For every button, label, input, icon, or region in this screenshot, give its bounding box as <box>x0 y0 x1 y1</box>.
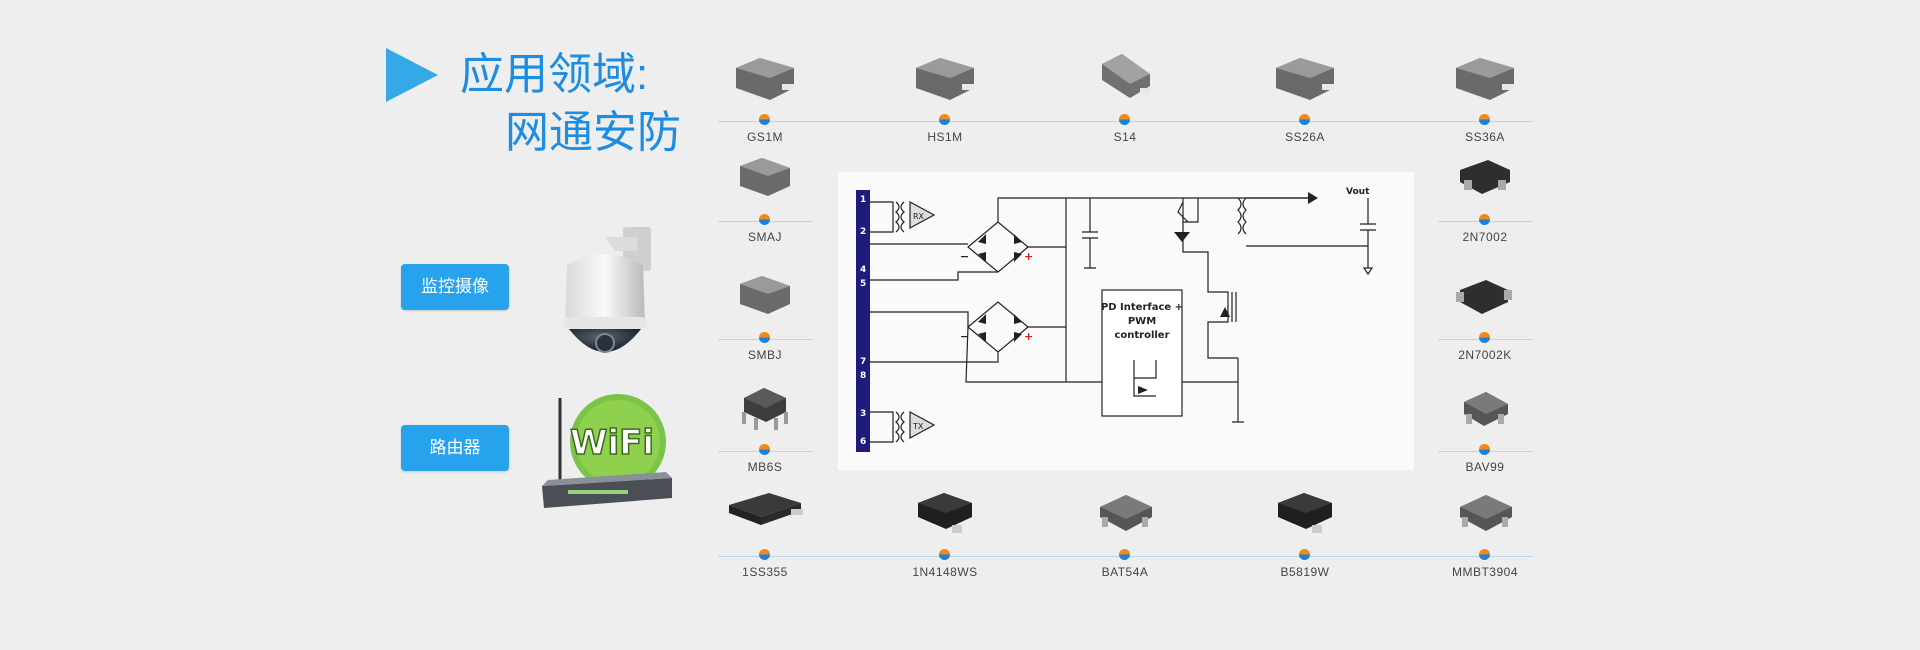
poe-circuit-schematic: 1 2 4 5 7 8 3 6 RX TX PD Interface + PWM… <box>856 187 1376 452</box>
pin-label: 7 <box>860 357 866 367</box>
status-dot <box>1299 114 1310 125</box>
status-dot <box>1479 444 1490 455</box>
controller-label: PWM <box>1128 316 1156 327</box>
page-subtitle: 网通安防 <box>505 108 681 157</box>
pin-label: 4 <box>860 265 866 275</box>
status-dot <box>759 214 770 225</box>
circuit-diagram-panel: 1 2 4 5 7 8 3 6 RX TX PD Interface + PWM… <box>838 172 1414 470</box>
sod-diode-icon <box>918 493 972 533</box>
wifi-logo-text: WiFi <box>570 423 654 463</box>
product-gs1m[interactable]: GS1M <box>695 50 835 150</box>
product-label: SS36A <box>1465 130 1505 144</box>
security-camera-image <box>563 227 651 353</box>
wifi-router-image: WiFi <box>542 394 672 508</box>
smd-diode-icon <box>916 58 974 100</box>
pin-label: 1 <box>860 195 866 205</box>
sot23-transistor-icon <box>1456 280 1512 314</box>
status-dot <box>1479 549 1490 560</box>
product-s14[interactable]: S14 <box>1055 50 1195 150</box>
smd-diode-icon <box>1456 58 1514 100</box>
sot23-diode-icon <box>1100 495 1152 531</box>
product-bat54a[interactable]: BAT54A <box>1055 485 1195 585</box>
product-label: SMAJ <box>747 230 782 244</box>
product-2n7002k[interactable]: 2N7002K <box>1415 268 1555 368</box>
smd-diode-icon <box>1276 58 1334 100</box>
play-arrow-icon <box>386 48 438 102</box>
product-smbj[interactable]: SMBJ <box>695 268 835 368</box>
status-dot <box>1119 549 1130 560</box>
product-label: MB6S <box>747 460 783 474</box>
status-dot <box>1299 549 1310 560</box>
status-dot <box>1479 214 1490 225</box>
product-b5819w[interactable]: B5819W <box>1235 485 1375 585</box>
sod-diode-icon <box>1278 493 1332 533</box>
product-label: 1SS355 <box>742 565 788 579</box>
smd-diode-icon <box>736 58 794 100</box>
product-label: HS1M <box>927 130 963 144</box>
sot23-diode-icon <box>1464 392 1508 426</box>
status-dot <box>759 332 770 343</box>
status-dot <box>1119 114 1130 125</box>
rx-label: RX <box>913 212 925 221</box>
vout-label: Vout <box>1346 187 1370 197</box>
product-label: SS26A <box>1285 130 1325 144</box>
product-mb6s[interactable]: MB6S <box>695 380 835 480</box>
sot23-transistor-icon <box>1460 495 1512 531</box>
sot23-transistor-icon <box>1460 160 1510 194</box>
smd-diode-icon <box>740 276 790 314</box>
pin-label: 2 <box>860 227 866 237</box>
product-mmbt3904[interactable]: MMBT3904 <box>1415 485 1555 585</box>
page-title: 应用领域: <box>460 50 649 99</box>
category-button-router[interactable]: 路由器 <box>401 425 509 471</box>
product-label: 2N7002K <box>1458 348 1512 362</box>
status-dot <box>759 549 770 560</box>
product-label: B5819W <box>1280 565 1330 579</box>
pin-label: 5 <box>860 279 866 289</box>
product-1ss355[interactable]: 1SS355 <box>695 485 835 585</box>
pin-label: 3 <box>860 409 866 419</box>
status-dot <box>939 549 950 560</box>
smd-diode-icon <box>740 158 790 196</box>
minus-sign: − <box>960 330 969 343</box>
product-label: BAV99 <box>1465 460 1505 474</box>
product-ss26a[interactable]: SS26A <box>1235 50 1375 150</box>
status-dot <box>939 114 950 125</box>
controller-label: PD Interface + <box>1101 302 1183 313</box>
product-2n7002[interactable]: 2N7002 <box>1415 150 1555 250</box>
product-1n4148ws[interactable]: 1N4148WS <box>875 485 1015 585</box>
plus-sign: + <box>1024 330 1033 343</box>
pin-label: 6 <box>860 437 866 447</box>
product-label: BAT54A <box>1101 565 1149 579</box>
product-label: S14 <box>1113 130 1137 144</box>
smd-diode-icon <box>1102 54 1150 98</box>
tx-label: TX <box>912 422 924 431</box>
product-label: SMBJ <box>747 348 782 362</box>
status-dot <box>759 114 770 125</box>
product-label: 2N7002 <box>1462 230 1508 244</box>
product-bav99[interactable]: BAV99 <box>1415 380 1555 480</box>
product-label: 1N4148WS <box>912 565 978 579</box>
plus-sign: + <box>1024 250 1033 263</box>
bridge-rectifier-icon <box>742 388 788 430</box>
status-dot <box>759 444 770 455</box>
product-hs1m[interactable]: HS1M <box>875 50 1015 150</box>
status-dot <box>1479 332 1490 343</box>
category-button-surveillance[interactable]: 监控摄像 <box>401 264 509 310</box>
pin-label: 8 <box>860 371 866 381</box>
product-label: GS1M <box>746 130 783 144</box>
product-label: MMBT3904 <box>1451 565 1519 579</box>
minus-sign: − <box>960 250 969 263</box>
product-smaj[interactable]: SMAJ <box>695 150 835 250</box>
product-ss36a[interactable]: SS36A <box>1415 50 1555 150</box>
controller-label: controller <box>1114 330 1169 341</box>
sod-diode-icon <box>729 493 803 525</box>
status-dot <box>1479 114 1490 125</box>
